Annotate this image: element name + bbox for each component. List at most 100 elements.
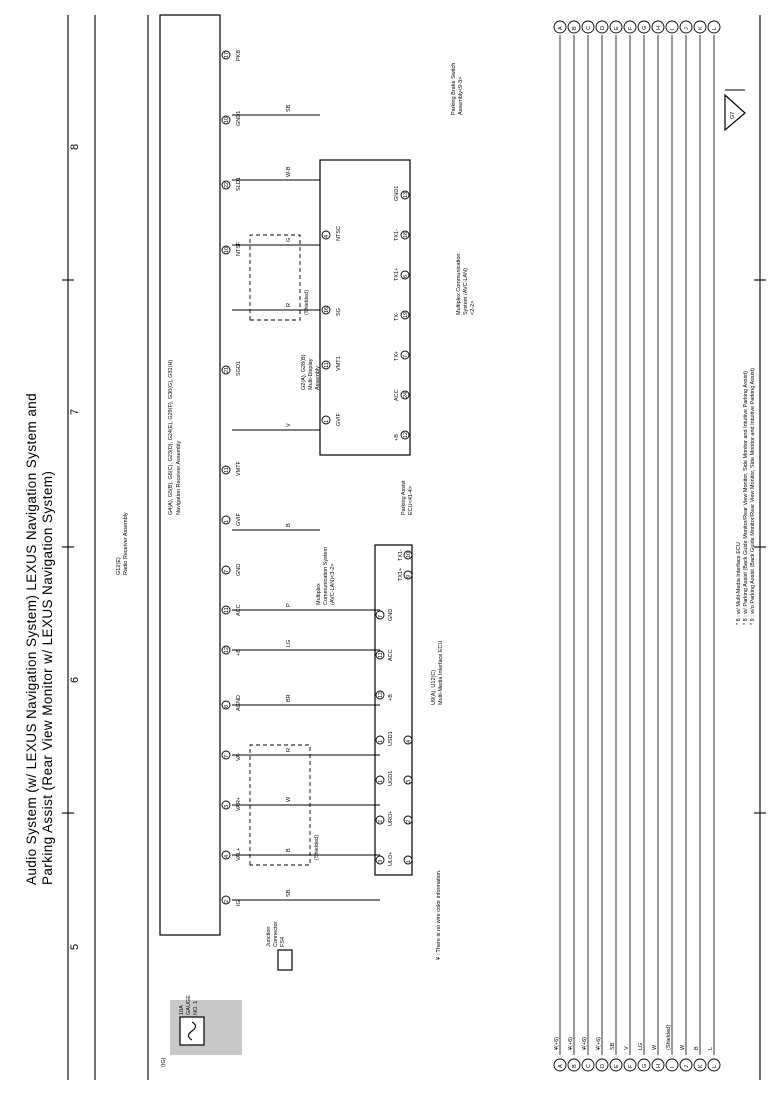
nav-pin-number-9: 11	[224, 467, 230, 473]
wire-color-gnd: P	[286, 603, 292, 607]
ecu-bottom-pin-name-4: TX1+	[398, 568, 404, 581]
ecu-top-pin-circle-6	[375, 610, 385, 620]
terminal-left-letter-B: B	[572, 1064, 578, 1068]
terminal-right-letter-L: L	[712, 27, 718, 30]
terminal-right-A	[553, 20, 567, 34]
ecu-bottom-pin-circle-3	[403, 735, 413, 745]
terminal-color-left-G: LG	[638, 1043, 644, 1050]
ecu-bottom-pin-number-3: 4	[406, 740, 412, 743]
multi-display-code: G2(A), G28(B)	[301, 354, 307, 390]
zone-label-5: 5	[69, 944, 81, 950]
terminal-left-K	[693, 1058, 707, 1072]
ecu-bottom-pin-circle-1	[403, 815, 413, 825]
ground-g7-icon: G7	[724, 89, 746, 132]
nav-pin-circle-1	[221, 850, 231, 860]
multi-display-name2: Assembly	[315, 366, 321, 390]
terminal-right-F	[623, 20, 637, 34]
terminal-left-letter-K: K	[698, 1064, 704, 1068]
ecu-top-pin-circle-3	[375, 735, 385, 745]
parking-assist-label-1: Parking Assist	[401, 480, 407, 515]
terminal-color-left-I: (Shielded)	[666, 1025, 672, 1050]
ecu-top-pin-name-0: ULO+	[388, 851, 394, 866]
nav-pin-circle-13	[221, 115, 231, 125]
terminal-left-L	[707, 1058, 721, 1072]
shield-box-2	[249, 234, 301, 321]
display-bottom-pin-number-6: 13	[403, 192, 409, 198]
ecu-bottom-pin-name-5: TX1-	[398, 549, 404, 561]
nav-pin-number-0: 2	[224, 900, 230, 903]
nav-pin-number-1: 4	[224, 855, 230, 858]
terminal-color-left-B: ¥(+6)	[568, 1037, 574, 1050]
nav-pin-circle-7	[221, 565, 231, 575]
nav-pin-name-3: VA-	[236, 752, 242, 761]
terminal-color-left-A: ¥(+6)	[554, 1037, 560, 1050]
display-bottom-pin-circle-0	[400, 430, 410, 440]
ecu-top-pin-circle-0	[375, 855, 385, 865]
ecu-top-pin-circle-4	[375, 690, 385, 700]
terminal-left-C	[581, 1058, 595, 1072]
multi-media-interface-ecu-box	[374, 544, 413, 876]
display-bottom-pin-name-3: TX-	[394, 312, 400, 321]
terminal-right-letter-C: C	[586, 26, 592, 30]
terminal-left-F	[623, 1058, 637, 1072]
terminal-left-letter-H: H	[656, 1064, 662, 1068]
display-top-pin-name-1: VMT1	[336, 356, 342, 371]
multiplex-comm-label-2: System (AVC-LAN)	[463, 268, 469, 315]
terminal-color-left-K: B	[694, 1046, 700, 1050]
display-top-pin-circle-3	[321, 230, 331, 240]
nav-pin-circle-12	[221, 180, 231, 190]
terminal-right-C	[581, 20, 595, 34]
note-8: * 8 : w/ Parking Assist (Back Guide Moni…	[743, 371, 749, 625]
multiplex-comm-label-1: Multiplex Communication	[456, 254, 462, 315]
terminal-right-L	[707, 20, 721, 34]
wire-color-vmtf: V	[286, 423, 292, 427]
ecu-bottom-pin-number-2: 3	[406, 780, 412, 783]
terminal-color-left-D: ¥(+6)	[596, 1037, 602, 1050]
terminal-right-letter-K: K	[698, 26, 704, 30]
nav-pin-name-14: PKB	[236, 50, 242, 61]
wire-color-ig: SB	[286, 889, 292, 897]
fuse-name1: GAUGE	[186, 995, 192, 1015]
junction-connector-box	[277, 949, 293, 971]
ecu-top-pin-number-5: 11	[378, 652, 384, 658]
terminal-right-letter-G: G	[642, 26, 648, 30]
display-bottom-pin-number-1: 24	[403, 392, 409, 398]
nav-pin-circle-2	[221, 800, 231, 810]
terminal-right-D	[595, 20, 609, 34]
ecu-top-pin-number-0: 3	[378, 860, 384, 863]
nav-pin-circle-10	[221, 365, 231, 375]
wire-color-b: BR	[286, 694, 292, 702]
terminal-left-letter-L: L	[712, 1065, 718, 1068]
terminal-right-G	[637, 20, 651, 34]
multiplex-comm2-label-1: Multiplex	[316, 583, 322, 605]
terminal-left-letter-J: J	[684, 1065, 690, 1068]
terminal-left-letter-A: A	[558, 1064, 564, 1068]
nav-pin-number-10: 21	[224, 367, 230, 373]
junction-name1: Junction	[266, 927, 272, 948]
fuse-ig: (IG)	[161, 1057, 167, 1067]
parking-brake-label-2: Assembly<9-3>	[458, 77, 464, 115]
display-bottom-pin-number-5: 18	[403, 232, 409, 238]
nav-pin-name-10: SGD1	[236, 361, 242, 376]
nav-pin-number-13: 10	[224, 117, 230, 123]
wire-color-sgd: R	[286, 303, 292, 307]
shielded-label-2: (Shielded)	[304, 290, 310, 315]
terminal-left-I	[665, 1058, 679, 1072]
nav-pin-name-5: +B	[236, 649, 242, 656]
terminal-left-D	[595, 1058, 609, 1072]
terminal-color-left-F: V	[624, 1046, 630, 1050]
terminal-left-A	[553, 1058, 567, 1072]
nav-pin-number-8: 1	[224, 520, 230, 523]
nav-pin-number-7: 7	[224, 570, 230, 573]
wire-color-val: B	[286, 848, 292, 852]
ecu-top-pin-number-1: 2	[378, 820, 384, 823]
nav-pin-number-12: 22	[224, 182, 230, 188]
terminal-left-E	[609, 1058, 623, 1072]
zone-label-7: 7	[69, 409, 81, 415]
nav-pin-name-1: VAL+	[236, 848, 242, 861]
zone-label-8: 8	[69, 144, 81, 150]
terminal-column: AA¥(+6)BB¥(+6)CC¥(+6)DD¥(+6)EESBFFVGGLGH…	[553, 20, 721, 1072]
terminal-left-letter-I: I	[670, 1066, 676, 1068]
nav-pin-number-3: 7	[224, 755, 230, 758]
